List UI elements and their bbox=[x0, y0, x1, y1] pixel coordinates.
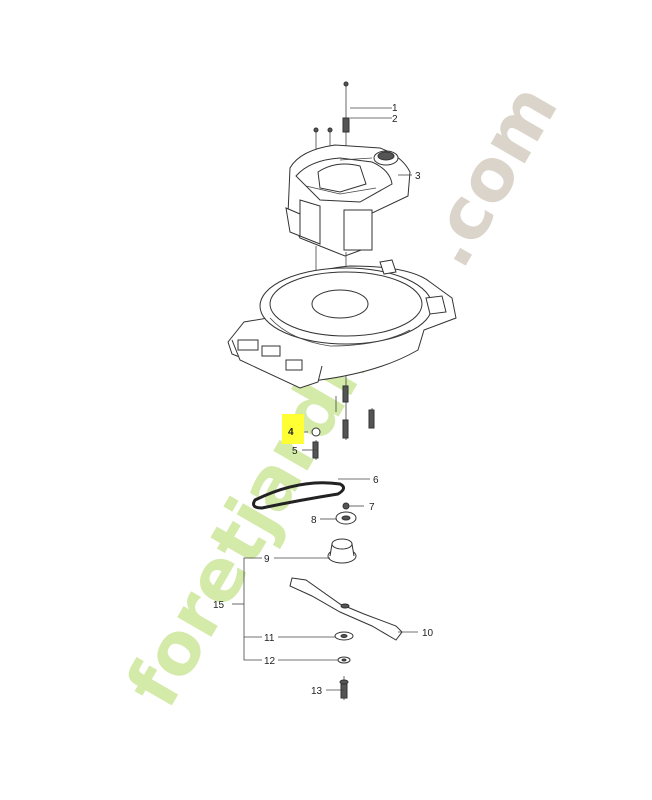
cutting-blade bbox=[289, 577, 403, 641]
callout-2: 2 bbox=[392, 114, 398, 125]
watermark-suffix: .com bbox=[404, 70, 574, 280]
callout-8: 8 bbox=[311, 515, 317, 526]
callout-3: 3 bbox=[415, 171, 421, 182]
callout-12: 12 bbox=[264, 656, 276, 667]
callout-15: 15 bbox=[213, 600, 225, 611]
callout-11: 11 bbox=[264, 633, 275, 644]
callout-9: 9 bbox=[264, 554, 270, 565]
mower-deck bbox=[227, 259, 457, 389]
engine bbox=[285, 81, 411, 300]
drive-belt bbox=[252, 481, 345, 510]
callouts: 1 2 3 4 5 6 7 8 9 10 11 12 13 15 bbox=[213, 103, 434, 697]
pulley-assembly bbox=[327, 502, 357, 564]
callout-10: 10 bbox=[422, 628, 434, 639]
callout-7: 7 bbox=[369, 502, 375, 513]
callout-13: 13 bbox=[311, 686, 323, 697]
callout-4: 4 bbox=[288, 427, 294, 438]
blade-fasteners bbox=[334, 631, 354, 700]
callout-4-highlight bbox=[282, 414, 304, 444]
callout-6: 6 bbox=[373, 475, 379, 486]
callout-5: 5 bbox=[292, 446, 298, 457]
callout-1: 1 bbox=[392, 103, 398, 114]
leader-lines bbox=[232, 107, 418, 691]
